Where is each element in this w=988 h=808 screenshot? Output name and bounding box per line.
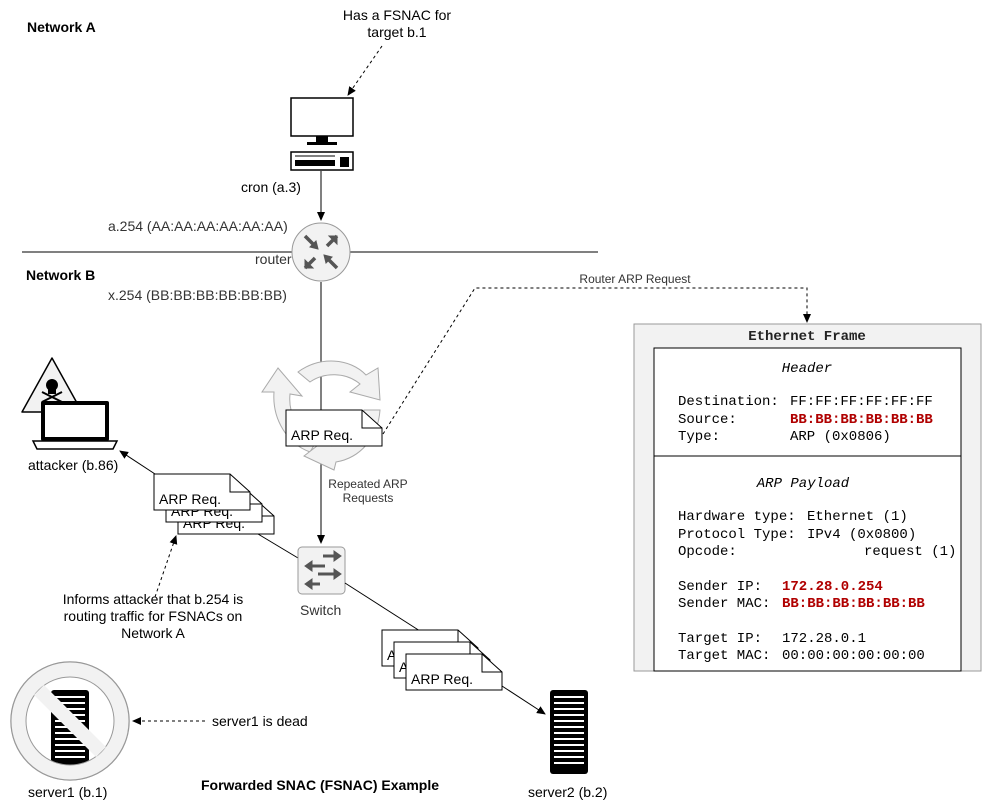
arp-stack-left-label-1: ARP Req. — [159, 491, 221, 507]
payload-row-value-4: BB:BB:BB:BB:BB:BB — [782, 596, 925, 612]
server1-dead-icon — [10, 661, 130, 781]
payload-row-value-6: 00:00:00:00:00:00 — [782, 648, 925, 664]
payload-row-key-3: Sender IP: — [678, 579, 762, 595]
arp-card-label: ARP Req. — [291, 427, 353, 443]
network-a-label: Network A — [27, 19, 96, 35]
informs-line2: routing traffic for FSNACs on — [64, 608, 243, 624]
header-row-key-0: Destination: — [678, 394, 779, 410]
router-arp-request-label: Router ARP Request — [579, 272, 691, 286]
router-arp-request-connector — [382, 287, 811, 435]
payload-row-key-5: Target IP: — [678, 631, 762, 647]
fsnac-note-arrow — [347, 45, 383, 96]
switch-to-stack-right-link — [344, 582, 421, 632]
informs-line3: Network A — [121, 625, 185, 641]
computer-icon — [290, 97, 354, 171]
payload-row-value-5: 172.28.0.1 — [782, 631, 866, 647]
informs-arrow — [154, 535, 178, 598]
header-row-key-1: Source: — [678, 412, 737, 428]
arp-request-stack-right: ARP Req. ARP Req. ARP Req. — [381, 629, 503, 691]
payload-row-value-1: IPv4 (0x0800) — [807, 527, 916, 543]
repeated-line1: Repeated ARP — [328, 477, 407, 491]
header-row-value-2: ARP (0x0806) — [790, 429, 891, 445]
ethernet-frame-title: Ethernet Frame — [748, 329, 866, 345]
x254-label: x.254 (BB:BB:BB:BB:BB:BB) — [108, 287, 287, 303]
switch-to-stack-left-link — [257, 533, 299, 559]
fsnac-note-line1: Has a FSNAC for — [343, 7, 451, 23]
network-b-label: Network B — [26, 267, 95, 283]
arp-stack-right-label-3: ARP Req. — [411, 671, 473, 687]
payload-row-key-6: Target MAC: — [678, 648, 770, 664]
router-label: router — [255, 251, 292, 267]
cron-label: cron (a.3) — [241, 179, 301, 195]
switch-label: Switch — [300, 602, 341, 618]
router-icon — [291, 222, 351, 282]
header-row-key-2: Type: — [678, 429, 720, 445]
a254-label: a.254 (AA:AA:AA:AA:AA:AA) — [108, 218, 288, 234]
attacker-label: attacker (b.86) — [28, 457, 118, 473]
stack-left-to-attacker-link — [119, 450, 156, 475]
header-rows: Destination: FF:FF:FF:FF:FF:FF Source: BB:B… — [678, 394, 933, 445]
payload-section-title: ARP Payload — [756, 476, 850, 492]
ethernet-frame: Ethernet Frame Header Destination: FF:FF:… — [633, 323, 982, 672]
header-row-value-1: BB:BB:BB:BB:BB:BB — [790, 412, 933, 428]
arp-request-card: ARP Req. — [285, 409, 383, 447]
payload-rows: Hardware type: Ethernet (1) Protocol Type:… — [678, 509, 956, 664]
skull-warning-icon — [21, 357, 83, 413]
payload-row-key-4: Sender MAC: — [678, 596, 770, 612]
payload-row-value-0: Ethernet (1) — [807, 509, 908, 525]
fsnac-note-line2: target b.1 — [367, 24, 426, 40]
switch-icon — [297, 546, 346, 595]
server1-label: server1 (b.1) — [28, 784, 107, 800]
payload-row-key-1: Protocol Type: — [678, 527, 796, 543]
header-section-title: Header — [782, 361, 832, 377]
payload-row-value-2: request (1) — [864, 544, 956, 560]
server2-label: server2 (b.2) — [528, 784, 607, 800]
laptop-icon — [31, 401, 119, 450]
payload-row-key-0: Hardware type: — [678, 509, 796, 525]
arp-request-stack-left: ARP Req. ARP Req. ARP Req. — [153, 473, 275, 535]
informs-line1: Informs attacker that b.254 is — [63, 591, 244, 607]
header-row-value-0: FF:FF:FF:FF:FF:FF — [790, 394, 933, 410]
server1-dead-label: server1 is dead — [212, 713, 308, 729]
payload-row-key-2: Opcode: — [678, 544, 737, 560]
payload-row-value-3: 172.28.0.254 — [782, 579, 883, 595]
repeated-line2: Requests — [343, 491, 394, 505]
server2-icon — [550, 690, 588, 774]
diagram-caption: Forwarded SNAC (FSNAC) Example — [201, 777, 439, 793]
stack-right-to-server2-link — [501, 685, 546, 715]
